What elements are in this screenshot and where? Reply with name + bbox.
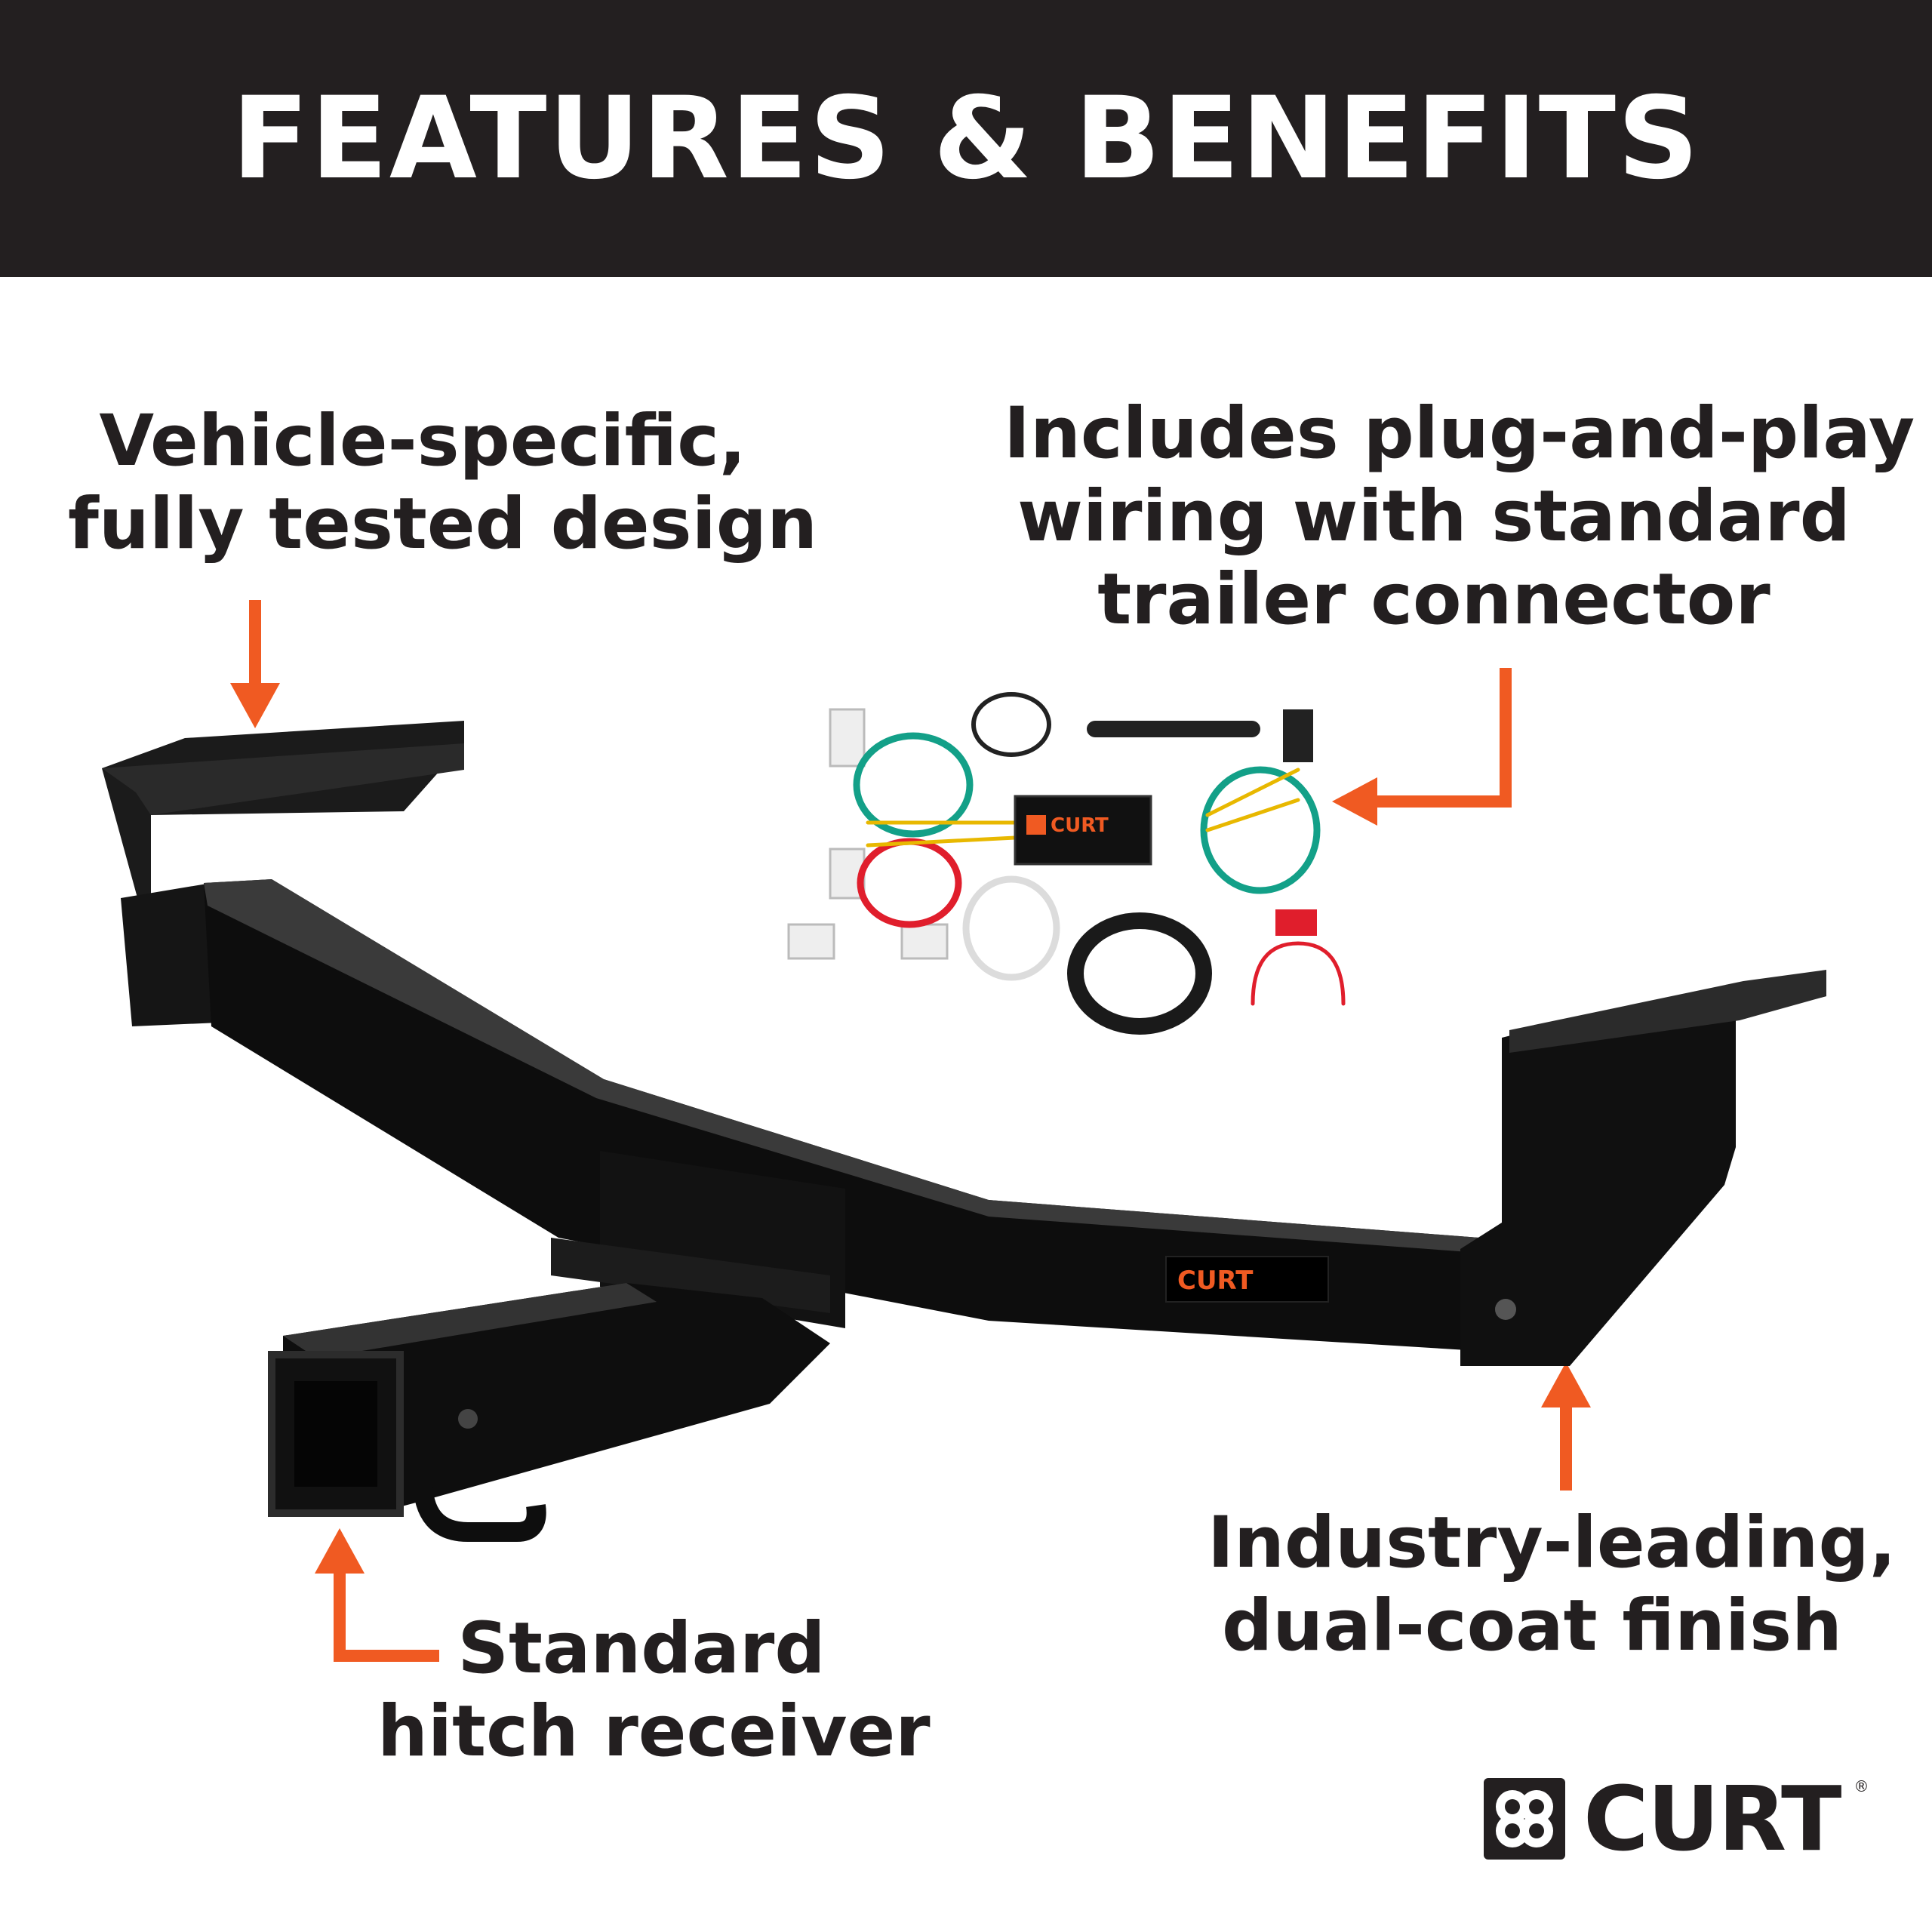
arrow-left-icon xyxy=(1332,668,1512,826)
page-title: FEATURES & BENEFITS xyxy=(231,72,1701,205)
callout-line: Industry-leading, xyxy=(1208,1502,1897,1584)
brand-name: CURT xyxy=(1583,1767,1841,1871)
arrow-up-icon xyxy=(315,1528,439,1662)
callout-finish: Industry-leading, dual-coat finish xyxy=(1208,1502,1897,1668)
arrow-up-icon xyxy=(1541,1362,1591,1491)
callout-line: Includes plug-and-play xyxy=(1004,392,1915,475)
wiring-harness: CURT xyxy=(787,692,1346,1035)
svg-text:CURT: CURT xyxy=(1177,1266,1254,1296)
registered-mark: ® xyxy=(1854,1777,1869,1795)
callout-vehicle-specific: Vehicle-specific, fully tested design xyxy=(68,400,818,566)
curt-logo-icon xyxy=(1484,1778,1565,1860)
trailer-hitch: CURT xyxy=(102,721,1826,1542)
callout-line: fully tested design xyxy=(68,482,818,565)
callout-line: wiring with standard xyxy=(1017,475,1850,558)
callout-line: Vehicle-specific, xyxy=(99,400,746,482)
arrow-down-icon xyxy=(230,600,280,728)
callout-hitch-receiver: Standard hitch receiver xyxy=(377,1607,931,1774)
callout-line: Standard xyxy=(457,1607,826,1690)
header-banner: FEATURES & BENEFITS xyxy=(0,0,1932,277)
callout-wiring: Includes plug-and-play wiring with stand… xyxy=(1004,392,1915,641)
callout-line: trailer connector xyxy=(1097,558,1770,641)
brand-logo: CURT ® xyxy=(1479,1770,1869,1868)
svg-text:CURT: CURT xyxy=(1051,814,1109,837)
callout-line: dual-coat finish xyxy=(1222,1584,1842,1667)
callout-line: hitch receiver xyxy=(377,1690,931,1773)
